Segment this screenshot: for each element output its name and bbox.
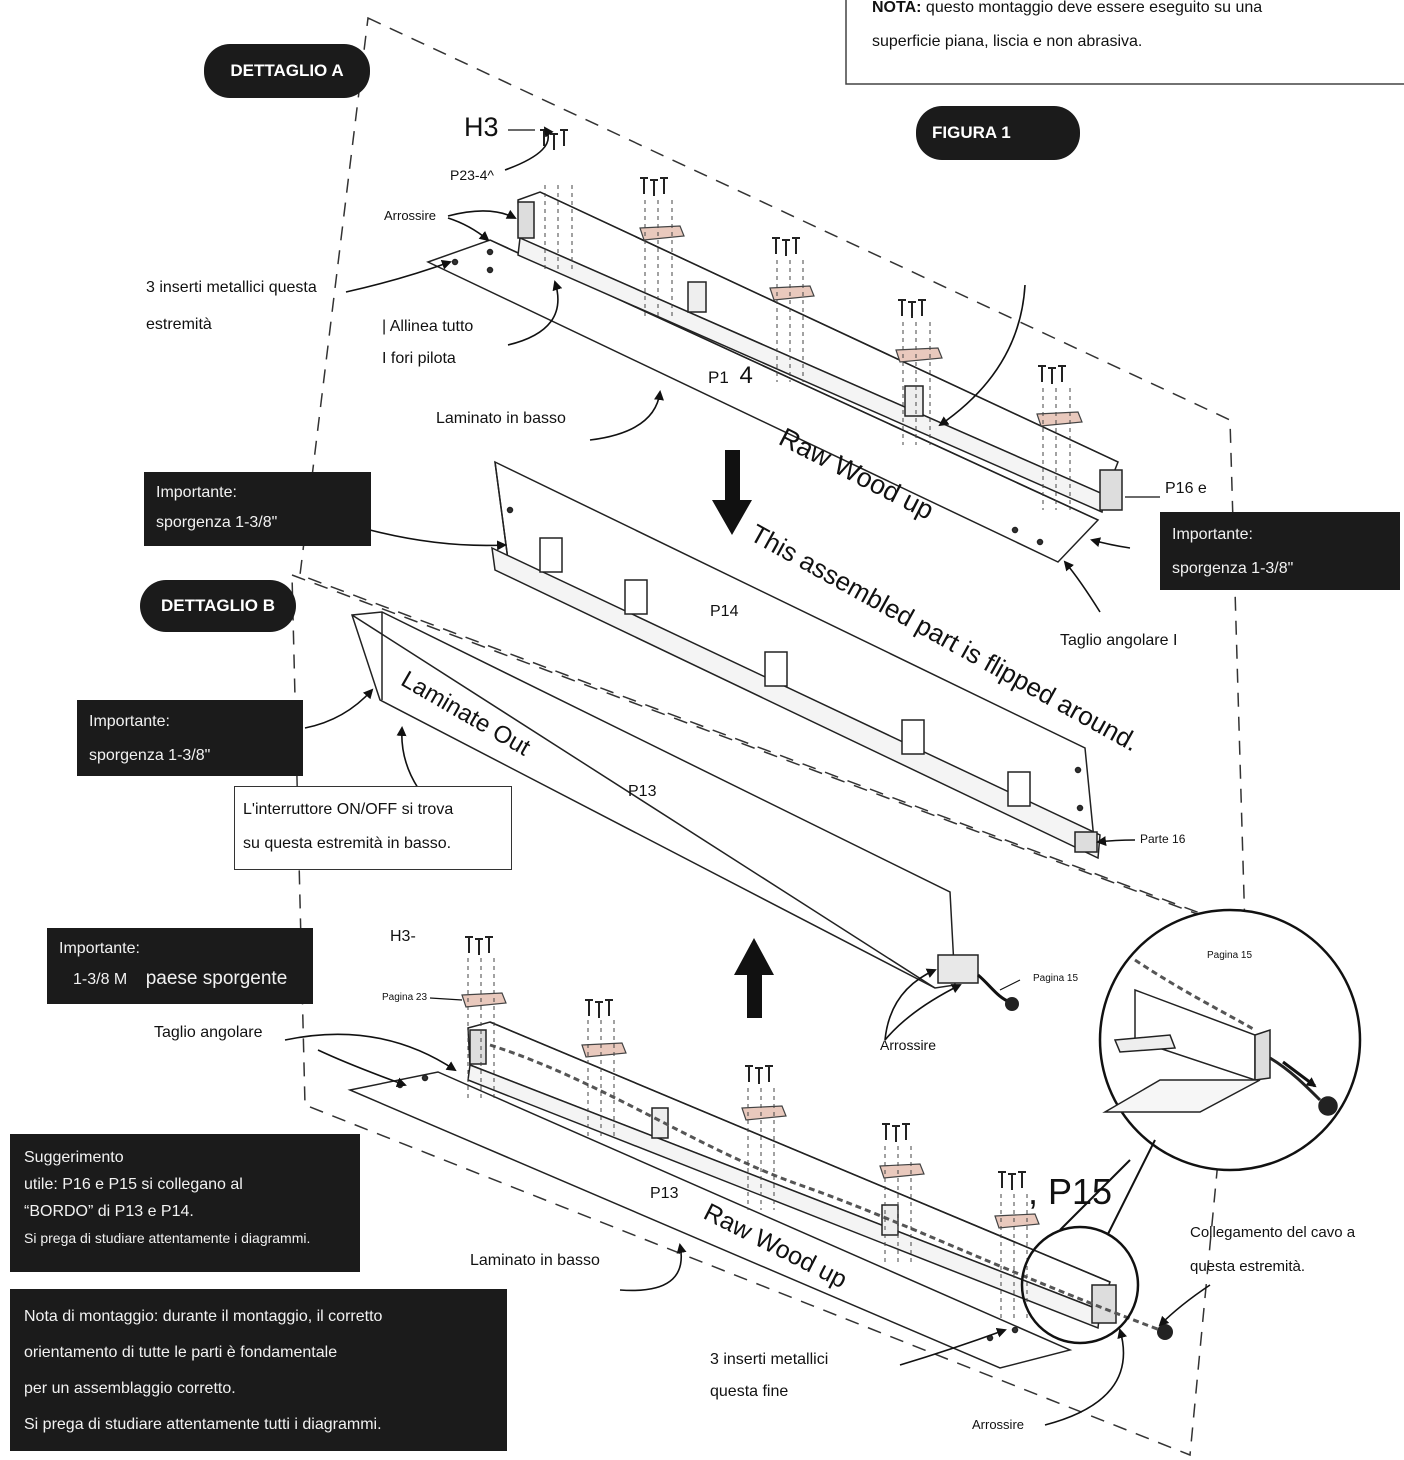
label-inserti-bottom-1: 3 inserti metallici <box>710 1351 829 1368</box>
brackets-bottom <box>461 992 1040 1229</box>
dettaglio-b-badge: DETTAGLIO B <box>140 580 296 632</box>
power-cord-mid <box>977 973 1011 1004</box>
nota-montaggio-line3: per un assemblaggio corretto. <box>24 1380 236 1397</box>
importante-box-b: Importante: sporgenza 1-3/8" <box>77 700 303 776</box>
label-allinea-1: | Allinea tutto <box>382 318 474 335</box>
label-taglio-right: Taglio angolare I <box>1060 632 1178 649</box>
label-inserti-bottom-2: questa fine <box>710 1383 789 1400</box>
label-allinea-2-text: fori pilota <box>390 350 456 367</box>
label-p13-mid: P13 <box>628 783 657 800</box>
flip-arrows <box>712 450 774 1018</box>
dettaglio-a-badge: DETTAGLIO A <box>204 44 370 98</box>
suggerimento-line2: utile: P16 e P15 si collegano al <box>24 1176 243 1193</box>
importante-a-line1: Importante: <box>156 484 237 501</box>
label-pagina15-circle: Pagina 15 <box>1207 950 1253 961</box>
screw-guide-lines-top <box>544 185 1071 510</box>
suggerimento-box: Suggerimento utile: P16 e P15 si collega… <box>10 1134 360 1272</box>
importante-c-line1: Importante: <box>59 940 140 957</box>
plug-mid <box>1005 997 1019 1011</box>
importante-box-right: Importante: sporgenza 1-3/8" <box>1160 512 1400 590</box>
label-pagina23: Pagina 23 <box>382 992 428 1003</box>
nota-line1: questo montaggio deve essere eseguito su… <box>925 0 1263 16</box>
label-collegamento-1: Collegamento del cavo a <box>1190 1224 1356 1241</box>
importante-c-line2-row: 1-3/8 M paese sporgente <box>59 964 301 995</box>
importante-right-line2: sporgenza 1-3/8" <box>1172 560 1294 577</box>
label-allinea-2: I fori pilota <box>382 350 456 367</box>
screws-bottom <box>465 936 1026 1190</box>
label-arrossire-bottom: Arrossire <box>972 1417 1025 1432</box>
suggerimento-line4: Si prega di studiare attentamente i diag… <box>24 1230 311 1246</box>
nota-line2: superficie piana, liscia e non abrasiva. <box>872 33 1143 50</box>
label-arrossire-top: Arrossire <box>384 208 437 223</box>
importante-box-a: Importante: sporgenza 1-3/8" <box>144 472 371 546</box>
figura-1-badge: FIGURA 1 <box>916 106 1080 160</box>
label-connectors <box>429 129 1160 1001</box>
label-laminato-top: Laminato in basso <box>436 410 566 427</box>
detail-b-assembly <box>347 1021 1117 1369</box>
screws-top <box>540 129 1066 384</box>
nota-box-border <box>845 0 1404 85</box>
importante-box-c: Importante: 1-3/8 M paese sporgente <box>47 928 313 1004</box>
importante-right-line1: Importante: <box>1172 526 1253 543</box>
interruttore-box: L'interruttore ON/OFF si trova su questa… <box>234 786 512 870</box>
zoom-circle-detail <box>1102 958 1338 1116</box>
detail-a-assembly <box>426 191 1123 563</box>
label-laminato-bottom: Laminato in basso <box>470 1252 600 1269</box>
importante-c-line3: paese sporgente <box>145 968 288 989</box>
interruttore-line2: su questa estremità in basso. <box>243 835 452 852</box>
interruttore-line1: L'interruttore ON/OFF si trova <box>243 801 454 818</box>
zoom-circle-small <box>1020 1225 1140 1345</box>
label-inserti-top-1: 3 inserti metallici questa <box>146 279 317 296</box>
plug-bottom <box>1157 1324 1173 1340</box>
screw-guide-lines-bottom <box>467 958 1028 1320</box>
importante-b-line1: Importante: <box>89 713 170 730</box>
cord-direction-arrow <box>1282 1060 1317 1088</box>
label-p15: , P15 <box>1028 1171 1113 1212</box>
label-allinea-1-text: Allinea tutto <box>389 318 474 335</box>
nota-label: NOTA: <box>872 0 922 16</box>
label-h3-top: H3 <box>464 112 499 142</box>
importante-c-line2: 1-3/8 M <box>73 971 128 988</box>
power-cord-bottom <box>489 1043 1161 1332</box>
label-p14-top-b: 4 <box>739 362 753 389</box>
label-p14-top: P1 4 <box>708 362 753 390</box>
label-p16e: P16 e <box>1165 480 1207 497</box>
label-p23: P23-4^ <box>450 167 494 183</box>
nota-montaggio-box: Nota di montaggio: durante il montaggio,… <box>10 1289 507 1451</box>
label-taglio-left: Taglio angolare <box>154 1024 263 1041</box>
label-pagina15-small: Pagina 15 <box>1033 973 1079 984</box>
nota-text-line1: NOTA: questo montaggio deve essere esegu… <box>872 0 1262 17</box>
zoom-connector-1 <box>1107 1139 1156 1235</box>
label-inserti-top-2: estremità <box>146 316 212 333</box>
label-arrossire-mid: Arrossire <box>880 1037 937 1053</box>
label-p14-top-a: P1 <box>708 368 729 387</box>
suggerimento-line3: “BORDO” di P13 e P14. <box>24 1203 194 1220</box>
label-collegamento-2: questa estremità. <box>1190 1258 1306 1275</box>
middle-assembly <box>350 460 1101 989</box>
nota-montaggio-line4: Si prega di studiare attentamente tutti … <box>24 1416 382 1433</box>
importante-a-line2: sporgenza 1-3/8" <box>156 514 278 531</box>
label-p13-bottom: P13 <box>650 1185 679 1202</box>
nota-montaggio-line1: Nota di montaggio: durante il montaggio,… <box>24 1308 383 1325</box>
brackets-top <box>639 225 1083 427</box>
suggerimento-line1: Suggerimento <box>24 1149 124 1166</box>
label-h3-bottom: H3- <box>390 928 416 945</box>
leader-arrows <box>284 126 1211 1426</box>
importante-b-line2: sporgenza 1-3/8" <box>89 747 211 764</box>
label-p14-mid: P14 <box>710 603 739 620</box>
zoom-connector-2 <box>1059 1159 1131 1231</box>
nota-montaggio-line2: orientamento di tutte le parti è fondame… <box>24 1344 338 1361</box>
label-parte16: Parte 16 <box>1140 832 1186 846</box>
